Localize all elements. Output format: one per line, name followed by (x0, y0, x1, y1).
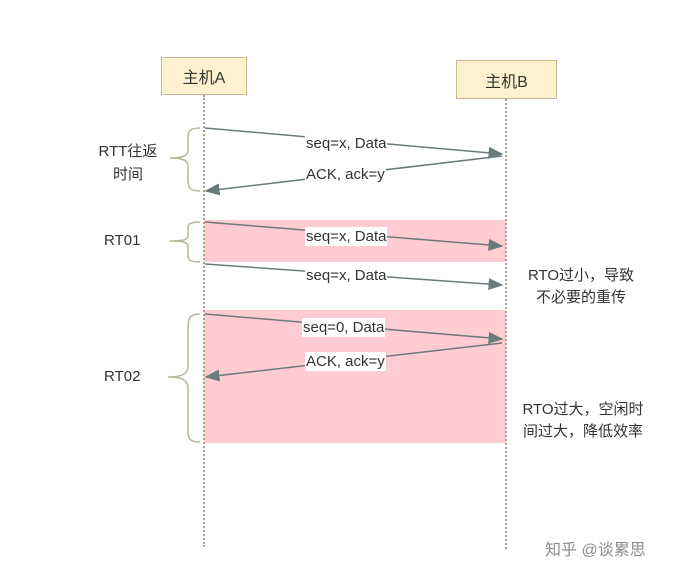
lifeline-host-b (505, 99, 507, 549)
host-b-box: 主机B (456, 60, 557, 99)
rtt-interval-label: RTT往返 时间 (98, 143, 158, 183)
lifeline-host-a (203, 95, 205, 547)
message-label-seq-2: seq=x, Data (305, 227, 388, 246)
message-label-seq-3: seq=x, Data (305, 266, 388, 285)
rt02-brace (167, 313, 201, 443)
message-label-seq-4: seq=0, Data (302, 318, 386, 337)
rt01-interval-label: RT01 (104, 232, 141, 249)
note-large-rto: RTO过大，空闲时 间过大，降低效率 (522, 401, 644, 440)
rtt-brace (169, 127, 201, 192)
message-label-ack-2: ACK, ack=y (305, 352, 386, 371)
host-a-box: 主机A (161, 57, 247, 95)
message-label-ack-1: ACK, ack=y (305, 165, 386, 184)
message-label-seq-1: seq=x, Data (305, 134, 388, 153)
rt02-interval-label: RT02 (104, 368, 141, 385)
rt01-brace (169, 221, 201, 263)
note-small-rto: RTO过小，导致 不必要的重传 (527, 267, 635, 306)
watermark: 知乎 @谈累思 (545, 542, 646, 559)
